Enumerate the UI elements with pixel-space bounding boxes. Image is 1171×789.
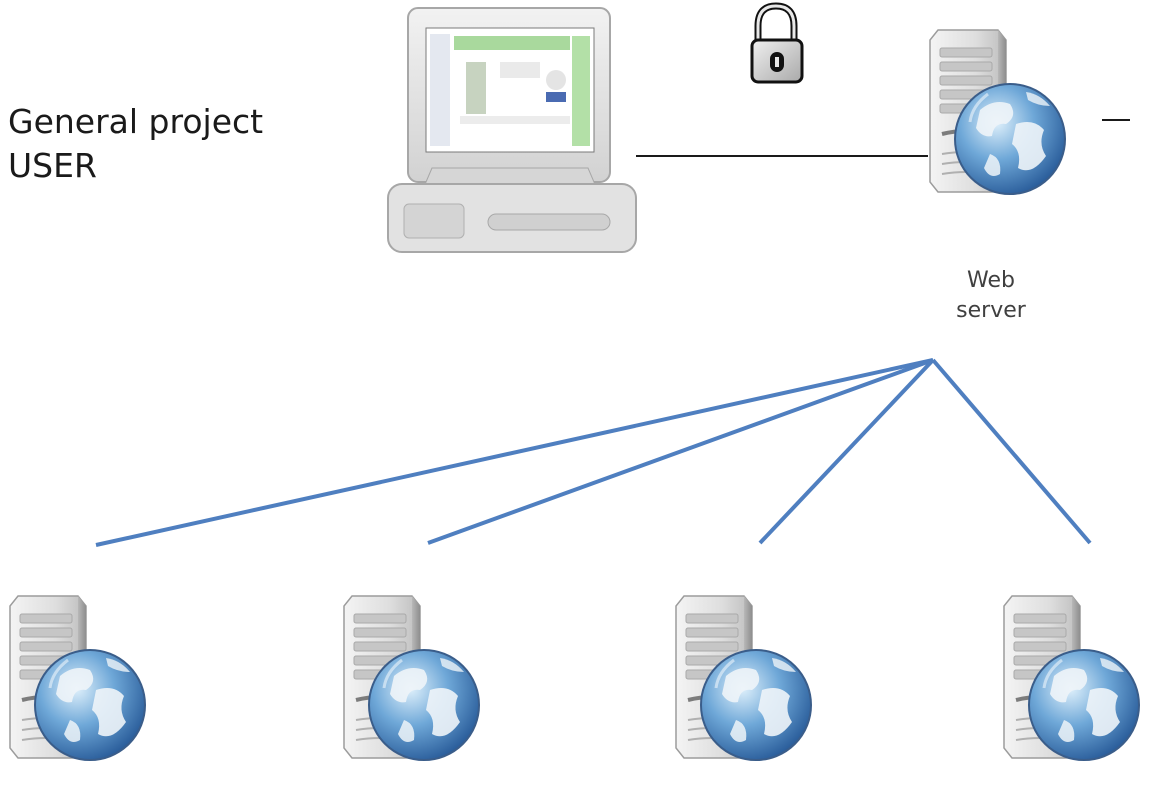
web-server-label: Web server: [936, 266, 1046, 326]
remote-server-4-icon: [1002, 594, 1141, 762]
padlock-icon: [750, 2, 804, 84]
remote-server-1-icon: [8, 594, 147, 762]
connector-3: [758, 358, 935, 545]
connector-2: [427, 358, 934, 545]
web-server-label-line1: Web: [967, 268, 1015, 293]
connector-1: [95, 358, 934, 547]
web-server-icon: [928, 28, 1067, 196]
user-label: General project USER: [8, 100, 263, 188]
connector-4: [931, 358, 1092, 545]
computer-icon: [387, 7, 637, 253]
user-label-line2: USER: [8, 146, 97, 185]
remote-server-3-icon: [674, 594, 813, 762]
web-server-label-line2: server: [956, 298, 1026, 323]
remote-server-2-icon: [342, 594, 481, 762]
user-label-line1: General project: [8, 102, 264, 141]
